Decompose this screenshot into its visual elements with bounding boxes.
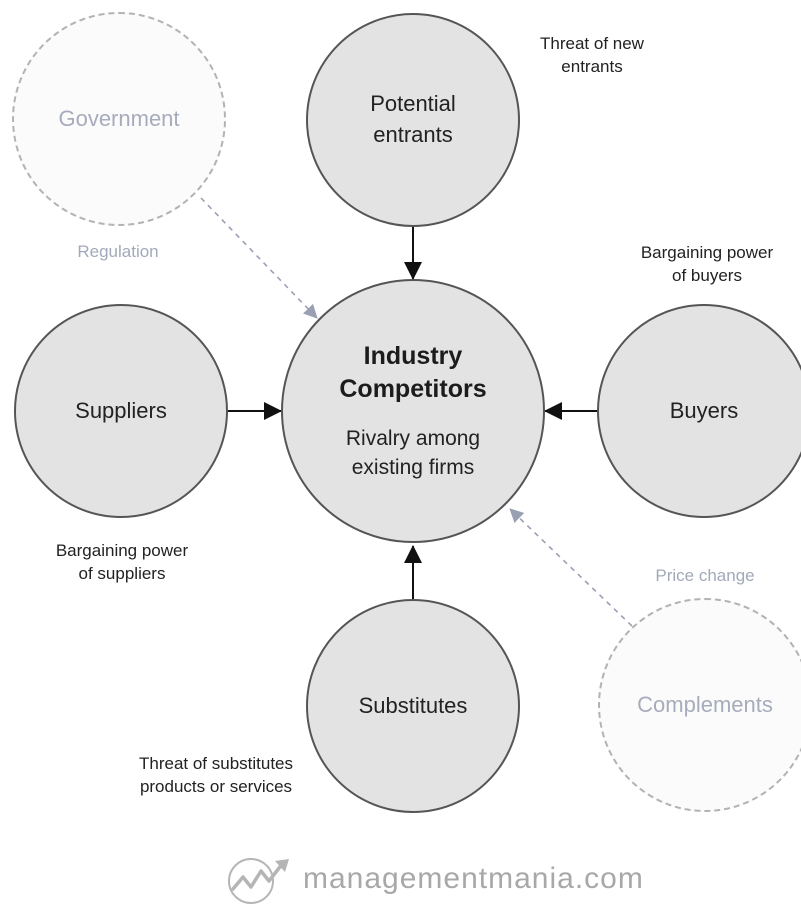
annotation-threat-substitutes: Threat of substitutes products or servic… xyxy=(138,754,294,796)
buyers-label: Buyers xyxy=(669,397,739,423)
potential-entrants-node: Potential entrants xyxy=(306,13,520,227)
annotation-threat-new-entrants: Threat of new entrants xyxy=(540,34,644,76)
industry-competitors-node: Industry Competitors Rivalry among exist… xyxy=(281,279,545,543)
complements-node: Complements xyxy=(598,598,801,812)
suppliers-node: Suppliers xyxy=(14,304,228,518)
government-label: Government xyxy=(58,105,180,131)
complements-label: Complements xyxy=(637,691,773,717)
center-subtitle: Rivalry among existing firms xyxy=(345,427,481,479)
annotation-price-change: Price change xyxy=(655,566,755,585)
government-node: Government xyxy=(12,12,226,226)
dashed-arrow-complements-to-center xyxy=(509,508,633,627)
brand-watermark: managementmania.com xyxy=(225,853,644,905)
dashed-arrow-government-to-center xyxy=(200,197,318,319)
annotation-bargaining-suppliers: Bargaining power of suppliers xyxy=(55,541,189,583)
potential-entrants-label: Potential entrants xyxy=(370,91,456,147)
substitutes-node: Substitutes xyxy=(306,599,520,813)
trend-arrow-logo-icon xyxy=(228,858,289,904)
brand-text: managementmania.com xyxy=(303,862,644,895)
center-title: Industry Competitors xyxy=(339,342,487,403)
buyers-node: Buyers xyxy=(597,304,801,518)
substitutes-label: Substitutes xyxy=(358,692,468,718)
annotation-bargaining-buyers: Bargaining power of buyers xyxy=(640,243,774,285)
suppliers-label: Suppliers xyxy=(75,397,167,423)
annotation-regulation: Regulation xyxy=(77,242,159,261)
